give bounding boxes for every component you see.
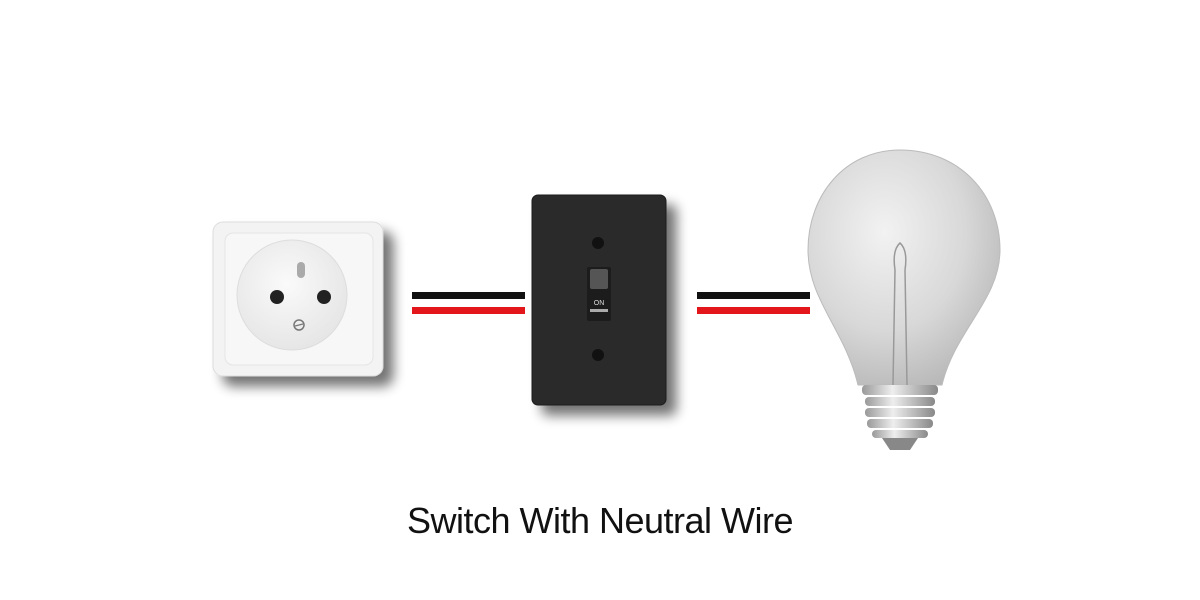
ground-pin	[297, 262, 305, 278]
socket-hole-right	[317, 290, 331, 304]
wire-red-left	[412, 307, 525, 314]
socket-hole-left	[270, 290, 284, 304]
wire-red-right	[697, 307, 810, 314]
bulb-base	[862, 385, 938, 450]
light-bulb	[807, 149, 1001, 450]
outlet-socket	[236, 239, 348, 351]
switch-screw-top	[592, 237, 604, 249]
diagram-title: Switch With Neutral Wire	[406, 500, 794, 541]
wire-black-right	[697, 292, 810, 299]
switch-screw-bottom	[592, 349, 604, 361]
wire-black-left	[412, 292, 525, 299]
screw-icon	[293, 319, 305, 331]
toggle-label: ON	[594, 300, 605, 307]
